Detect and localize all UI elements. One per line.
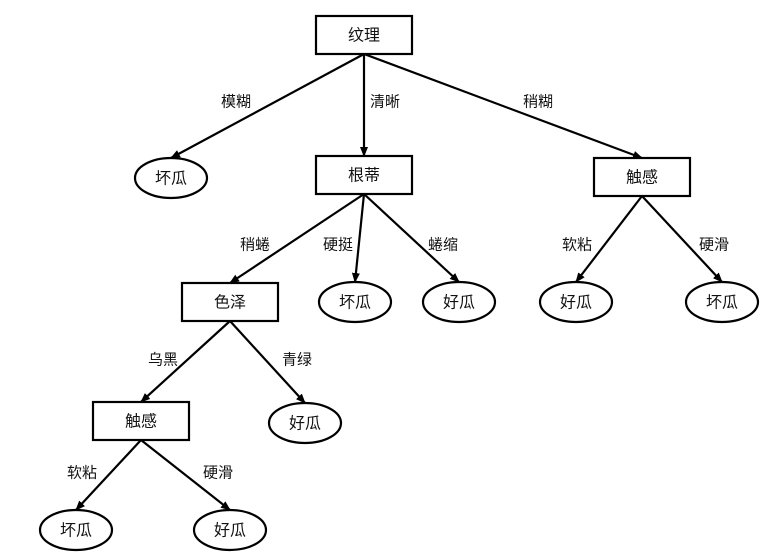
leaf-ellipse — [684, 280, 760, 324]
leaf-node-hard-left-leaf: 好瓜 — [192, 508, 268, 552]
node-label: 坏瓜 — [155, 169, 187, 188]
edge-root_stem-to-stiff_leaf — [351, 193, 366, 283]
edge-root_stem-to-curl_leaf — [363, 193, 460, 283]
edge-label: 模糊 — [221, 93, 251, 111]
node-label: 好瓜 — [289, 414, 321, 433]
decision-node-touch-left: 触感 — [91, 400, 191, 442]
leaf-ellipse — [421, 280, 497, 324]
node-label: 触感 — [125, 412, 157, 431]
node-label: 纹理 — [348, 26, 380, 45]
edge-root_stem-to-color — [229, 193, 365, 284]
edge-touch_left-to-soft_left_leaf — [75, 439, 142, 511]
decision-box — [592, 156, 692, 198]
leaf-node-soft-left-leaf: 坏瓜 — [38, 508, 114, 552]
node-label: 触感 — [626, 168, 658, 187]
decision-node-root: 纹理 — [314, 14, 414, 56]
leaf-ellipse — [38, 508, 114, 552]
decision-node-color: 色泽 — [180, 281, 280, 323]
node-label: 好瓜 — [443, 293, 475, 312]
edge-label: 清晰 — [370, 93, 400, 111]
edge-root-to-blur_leaf — [170, 53, 365, 159]
leaf-ellipse — [538, 280, 614, 324]
node-label: 坏瓜 — [706, 293, 738, 312]
decision-box — [91, 400, 191, 442]
node-label: 好瓜 — [560, 293, 592, 312]
edge-label: 乌黑 — [148, 351, 178, 369]
edge-label: 稍蜷 — [240, 236, 270, 254]
leaf-node-stiff-leaf: 坏瓜 — [317, 280, 393, 324]
decision-box — [180, 281, 280, 323]
decision-node-touch-right: 触感 — [592, 156, 692, 198]
node-label: 根蒂 — [348, 166, 380, 185]
edge-label: 硬滑 — [203, 464, 233, 482]
decision-node-root-stem: 根蒂 — [314, 154, 414, 196]
leaf-node-soft-right-leaf: 好瓜 — [538, 280, 614, 324]
leaf-node-curl-leaf: 好瓜 — [421, 280, 497, 324]
leaf-node-green-leaf: 好瓜 — [267, 401, 343, 445]
edge-label: 蜷缩 — [428, 236, 458, 254]
node-label: 坏瓜 — [339, 293, 371, 312]
node-label: 坏瓜 — [60, 521, 92, 540]
edge-label: 硬滑 — [699, 236, 729, 254]
decision-box — [314, 154, 414, 196]
nodes-layer: 纹理坏瓜根蒂触感色泽坏瓜好瓜好瓜坏瓜触感好瓜坏瓜好瓜 — [38, 14, 760, 552]
edge-label: 青绿 — [282, 351, 312, 369]
node-label: 色泽 — [214, 293, 246, 312]
leaf-node-blur-leaf: 坏瓜 — [133, 156, 209, 200]
decision-box — [314, 14, 414, 56]
edge-color-to-green_leaf — [229, 320, 306, 404]
edge-label: 软粘 — [562, 236, 592, 254]
node-label: 好瓜 — [214, 521, 246, 540]
edge-touch_right-to-soft_right_leaf — [575, 195, 643, 283]
edge-root-to-touch_right — [363, 52, 643, 160]
edges-layer: 模糊清晰稍糊稍蜷硬挺蜷缩软粘硬滑乌黑青绿软粘硬滑 — [67, 52, 729, 511]
leaf-ellipse — [267, 401, 343, 445]
edge-label: 硬挺 — [323, 236, 353, 254]
leaf-ellipse — [133, 156, 209, 200]
edge-touch_right-to-hard_right_leaf — [641, 195, 723, 283]
edge-label: 软粘 — [67, 464, 97, 482]
edge-color-to-touch_left — [140, 320, 231, 403]
leaf-ellipse — [192, 508, 268, 552]
leaf-node-hard-right-leaf: 坏瓜 — [684, 280, 760, 324]
leaf-ellipse — [317, 280, 393, 324]
edge-touch_left-to-hard_left_leaf — [140, 439, 231, 511]
edge-label: 稍糊 — [523, 93, 553, 111]
